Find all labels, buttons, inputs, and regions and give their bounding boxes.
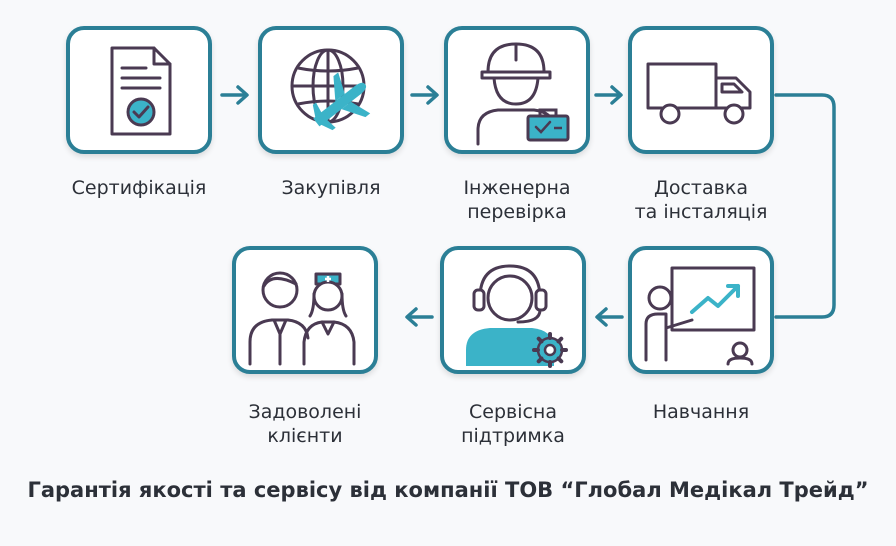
arrow-left-icon xyxy=(595,307,624,327)
step-delivery-box xyxy=(628,26,774,154)
step-label: Сервісна підтримка xyxy=(461,401,565,447)
support-headset-gear-icon xyxy=(466,264,568,368)
step-label: Сертифікація xyxy=(71,177,207,199)
delivery-truck-icon xyxy=(646,62,752,125)
document-check-icon xyxy=(110,46,172,136)
presentation-trainer-icon xyxy=(644,266,756,366)
arrow-left-icon xyxy=(405,307,434,327)
arrow-right-icon xyxy=(410,85,439,105)
engineer-hardhat-icon xyxy=(476,42,570,146)
step-procurement-box xyxy=(258,26,404,154)
step-clients-box xyxy=(232,246,378,374)
step-label: Навчання xyxy=(652,401,750,423)
satisfied-clients-icon xyxy=(248,271,356,366)
step-certification-box xyxy=(66,26,212,154)
step-label: Інженерна перевірка xyxy=(463,177,571,223)
step-support-box xyxy=(440,246,586,374)
step-label: Задоволені клієнти xyxy=(248,401,362,447)
step-label: Закупівля xyxy=(281,177,381,199)
step-label: Доставка та інсталяція xyxy=(634,177,768,223)
globe-airplane-icon xyxy=(290,48,371,131)
step-training-box xyxy=(628,246,774,374)
arrow-right-icon xyxy=(594,85,623,105)
return-connector-line xyxy=(774,93,836,319)
arrow-right-icon xyxy=(220,85,249,105)
footer-caption: Гарантія якості та сервісу від компанії … xyxy=(27,478,869,502)
step-engineering-box xyxy=(444,26,590,154)
